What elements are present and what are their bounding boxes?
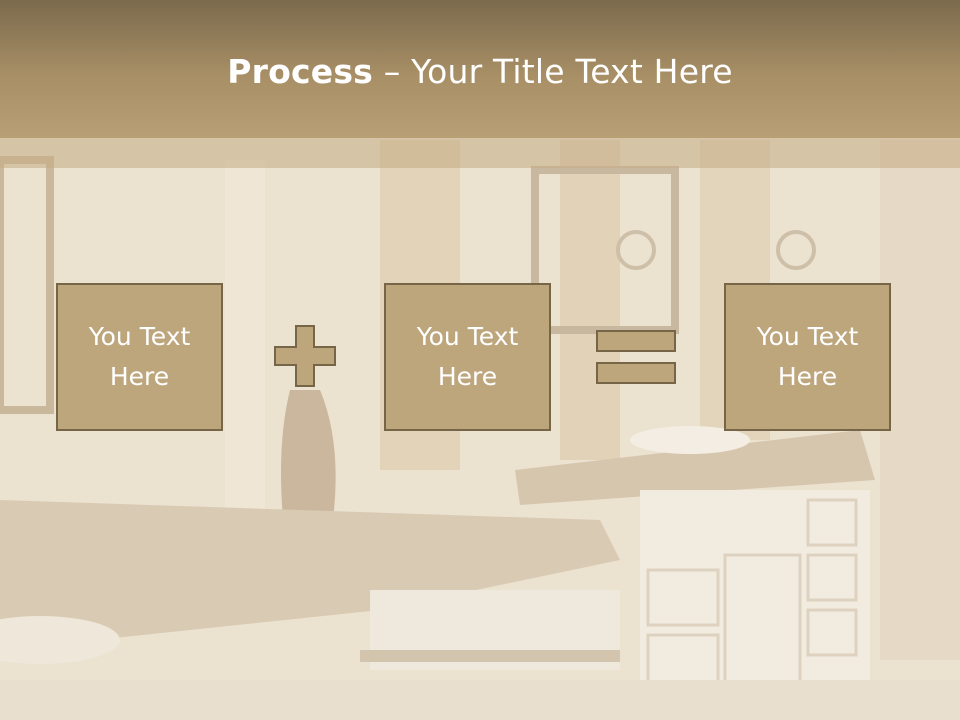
slide-title-bold: Process — [227, 52, 374, 91]
process-box-3-text: You Text Here — [738, 317, 878, 397]
process-box-2-line1: You Text — [416, 322, 519, 351]
process-box-3[interactable]: You Text Here — [724, 283, 891, 431]
process-box-1-line2: Here — [109, 362, 170, 391]
equals-icon — [596, 330, 676, 384]
title-bar — [0, 0, 960, 138]
title-bar-band — [0, 138, 960, 168]
process-box-3-line1: You Text — [756, 322, 859, 351]
slide-title-rest: – Your Title Text Here — [373, 52, 733, 91]
process-box-2-text: You Text Here — [398, 317, 538, 397]
plus-icon — [274, 325, 336, 387]
slide-title: Process – Your Title Text Here — [0, 52, 960, 91]
process-box-2[interactable]: You Text Here — [384, 283, 551, 431]
process-box-1-text: You Text Here — [70, 317, 210, 397]
process-box-2-line2: Here — [437, 362, 498, 391]
process-box-1-line1: You Text — [88, 322, 191, 351]
process-box-1[interactable]: You Text Here — [56, 283, 223, 431]
process-box-3-line2: Here — [777, 362, 838, 391]
